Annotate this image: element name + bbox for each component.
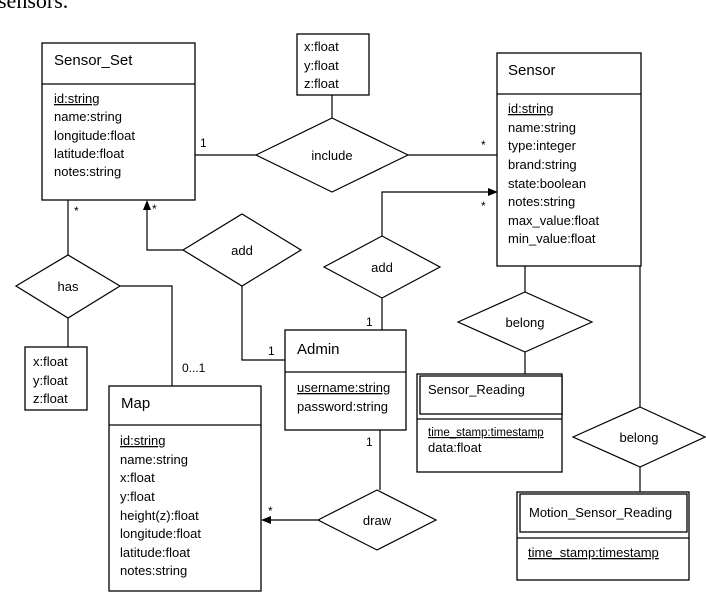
map-attr: name:string xyxy=(120,452,188,467)
relationship-include: include xyxy=(254,117,410,193)
header-fragment: sensors. xyxy=(0,0,68,13)
sensor-set-attr: notes:string xyxy=(54,164,121,179)
draw-label: draw xyxy=(363,513,392,528)
mult-set-include: 1 xyxy=(200,136,207,150)
has-attr: x:float xyxy=(33,354,68,369)
mult-admin-add-set: 1 xyxy=(268,344,275,358)
arrowhead-set xyxy=(143,200,151,210)
sensor-set-attr: latitude:float xyxy=(54,146,124,161)
has-attrs-box: x:float y:float z:float xyxy=(24,346,88,411)
sensor-reading-attr: time_stamp:timestamp xyxy=(428,427,544,439)
sensor-attr: id:string xyxy=(508,101,554,116)
motion-reading-title-box xyxy=(519,493,688,533)
sensor-title: Sensor xyxy=(508,62,556,79)
mult-map-has: 0...1 xyxy=(182,361,206,375)
line-admin-add-set xyxy=(241,286,285,361)
arrowhead-map xyxy=(261,516,271,524)
sensor-attr: max_value:float xyxy=(508,213,599,228)
sensor-set-box xyxy=(41,42,196,201)
admin-title: Admin xyxy=(297,341,340,358)
include-label: include xyxy=(311,148,352,163)
mult-admin-draw: 1 xyxy=(366,435,373,449)
map-attr: y:float xyxy=(120,489,155,504)
belong-motion-label: belong xyxy=(619,430,658,445)
sensor-attr: state:boolean xyxy=(508,176,586,191)
entity-sensor-set: Sensor_Set id:string name:string longitu… xyxy=(41,42,196,201)
relationship-has: has xyxy=(14,254,122,319)
add-sensor-label: add xyxy=(371,260,393,275)
admin-attr: password:string xyxy=(297,399,388,414)
sensor-attr: name:string xyxy=(508,120,576,135)
motion-reading-attr: time_stamp:timestamp xyxy=(528,545,659,560)
arrowhead-sensor xyxy=(488,188,498,196)
has-label: has xyxy=(58,279,79,294)
map-attr: notes:string xyxy=(120,563,187,578)
entity-motion-sensor-reading: Motion_Sensor_Reading time_stamp:timesta… xyxy=(516,491,690,581)
entity-map: Map id:string name:string x:float y:floa… xyxy=(108,385,262,592)
has-attr: z:float xyxy=(33,391,68,406)
include-attr: y:float xyxy=(304,58,339,73)
motion-reading-title: Motion_Sensor_Reading xyxy=(529,505,672,520)
line-add-set-arrow xyxy=(146,208,183,251)
connectors xyxy=(67,95,641,524)
sensor-reading-attr: data:float xyxy=(428,440,482,455)
sensor-reading-title: Sensor_Reading xyxy=(428,382,525,397)
entity-sensor-reading: Sensor_Reading time_stamp:timestamp data… xyxy=(416,373,563,473)
sensor-set-title: Sensor_Set xyxy=(54,52,133,69)
sensor-attr: type:integer xyxy=(508,138,577,153)
mult-sensor-add: * xyxy=(481,199,486,213)
sensor-attr: brand:string xyxy=(508,157,577,172)
include-attr: z:float xyxy=(304,76,339,91)
include-attrs-box: x:float y:float z:float xyxy=(296,33,370,96)
entity-admin: Admin username:string password:string xyxy=(284,329,407,431)
mult-sensor-include: * xyxy=(481,138,486,152)
map-title: Map xyxy=(121,395,150,412)
map-attr: longitude:float xyxy=(120,526,201,541)
mult-set-has: * xyxy=(74,204,79,218)
sensor-reading-title-box xyxy=(419,375,563,415)
mult-map-draw: * xyxy=(268,504,273,518)
sensor-set-attr: name:string xyxy=(54,109,122,124)
map-attr: x:float xyxy=(120,470,155,485)
relationship-add-sensor: add xyxy=(322,235,442,299)
has-attr: y:float xyxy=(33,373,68,388)
line-add-sensor-arrow xyxy=(381,191,489,236)
multiplicities: 1 * * * * 1 1 0...1 1 * xyxy=(74,136,486,518)
relationship-belong-reading: belong xyxy=(456,291,594,353)
sensor-set-attr: id:string xyxy=(54,91,100,106)
entity-sensor: Sensor id:string name:string type:intege… xyxy=(496,52,642,267)
map-attr: id:string xyxy=(120,433,166,448)
belong-reading-label: belong xyxy=(505,315,544,330)
relationship-add-set: add xyxy=(181,213,303,287)
map-attr: height(z):float xyxy=(120,508,199,523)
line-has-map xyxy=(120,285,173,386)
map-attr: latitude:float xyxy=(120,545,190,560)
sensor-attr: min_value:float xyxy=(508,231,596,246)
admin-box xyxy=(284,329,407,431)
map-box xyxy=(108,385,262,592)
add-set-label: add xyxy=(231,243,253,258)
sensor-set-attr: longitude:float xyxy=(54,128,135,143)
sensor-box xyxy=(496,52,642,267)
relationship-belong-motion: belong xyxy=(571,406,706,468)
mult-admin-add-sensor: 1 xyxy=(366,315,373,329)
mult-set-add: * xyxy=(152,202,157,216)
admin-attr: username:string xyxy=(297,380,390,395)
relationship-draw: draw xyxy=(316,489,438,551)
include-attr: x:float xyxy=(304,39,339,54)
sensor-attr: notes:string xyxy=(508,194,575,209)
